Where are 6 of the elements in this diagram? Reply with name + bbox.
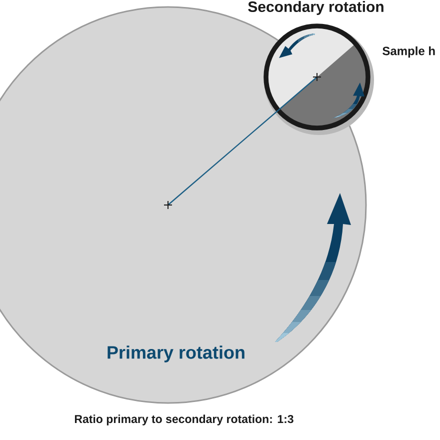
heading: Secondary rotation: [248, 1, 384, 15]
note-text: Ratio primary to secondary rotation: 1:3: [74, 414, 294, 426]
rotation-label: Primary rotation: [108, 346, 244, 362]
sample-holder: [264, 24, 374, 135]
arm-line: [168, 76, 318, 206]
side-label: Sample h: [382, 46, 435, 58]
